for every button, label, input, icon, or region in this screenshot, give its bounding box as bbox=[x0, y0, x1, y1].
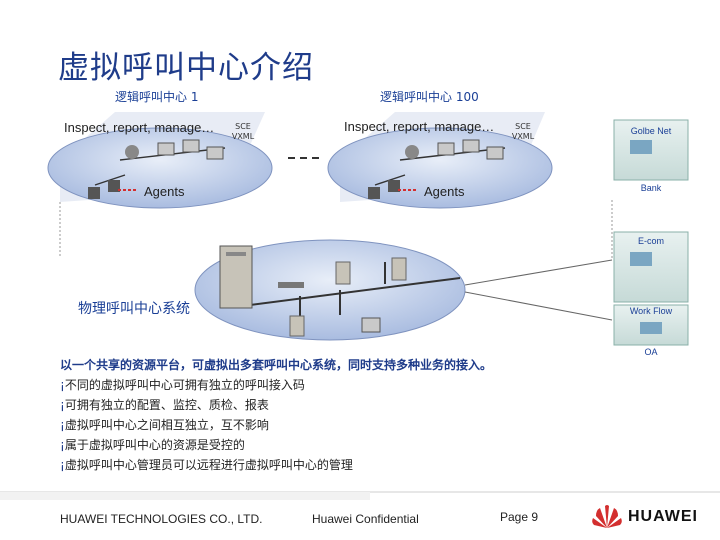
footer-confidential: Huawei Confidential bbox=[312, 512, 419, 526]
footer-company: HUAWEI TECHNOLOGIES CO., LTD. bbox=[60, 512, 263, 526]
bullet-marker-icon: ¡ bbox=[60, 438, 65, 452]
vxml-text: VXML bbox=[231, 132, 255, 141]
bullet-item: ¡不同的虚拟呼叫中心可拥有独立的呼叫接入码 bbox=[60, 378, 305, 392]
logical-center-1-label: 逻辑呼叫中心 1 bbox=[115, 90, 199, 104]
lead-text: 以一个共享的资源平台，可虚拟出多套呼叫中心系统，同时支持多种业务的接入。 bbox=[60, 358, 493, 372]
huawei-logo-icon bbox=[592, 505, 622, 528]
server-racks bbox=[219, 245, 407, 337]
diagram-canvas bbox=[0, 112, 720, 500]
right-label-oa: OA bbox=[644, 347, 658, 357]
right-panel-shapes bbox=[613, 119, 689, 346]
logical-center-1-agents: Agents bbox=[144, 184, 185, 199]
bullet-item: ¡虚拟呼叫中心之间相互独立，互不影响 bbox=[60, 418, 269, 432]
logical-center-100-activity: Inspect, report, manage… bbox=[344, 119, 495, 134]
right-workstations bbox=[368, 139, 504, 199]
right-label-bank: Bank bbox=[640, 183, 662, 193]
page-title: 虚拟呼叫中心介绍 bbox=[58, 50, 314, 86]
huawei-brand-text: HUAWEI bbox=[628, 508, 698, 525]
sce-text: SCE bbox=[515, 122, 531, 131]
logical-center-1-sce: SCE VXML bbox=[226, 122, 260, 142]
physical-center-label: 物理呼叫中心系统 bbox=[78, 301, 190, 317]
physical-network-lines bbox=[249, 262, 461, 318]
right-label-globe-net: Golbe Net bbox=[630, 126, 672, 136]
bullet-item: ¡属于虚拟呼叫中心的资源是受控的 bbox=[60, 438, 245, 452]
right-label-ecom: E-com bbox=[637, 236, 664, 246]
bullet-marker-icon: ¡ bbox=[60, 378, 65, 392]
bullet-item: ¡虚拟呼叫中心管理员可以远程进行虚拟呼叫中心的管理 bbox=[60, 458, 353, 472]
logical-center-100-sce: SCE VXML bbox=[506, 122, 540, 142]
logical-center-100-agents: Agents bbox=[424, 184, 465, 199]
bullet-marker-icon: ¡ bbox=[60, 418, 65, 432]
right-label-workflow: Work Flow bbox=[629, 306, 673, 316]
footer-page: Page 9 bbox=[500, 510, 539, 524]
description-block: 以一个共享的资源平台，可虚拟出多套呼叫中心系统，同时支持多种业务的接入。 ¡不同… bbox=[60, 355, 492, 475]
logical-center-1-activity: Inspect, report, manage… bbox=[64, 120, 215, 135]
logical-center-100-label: 逻辑呼叫中心 100 bbox=[380, 90, 479, 104]
vxml-text: VXML bbox=[511, 132, 535, 141]
bullet-item: ¡可拥有独立的配置、监控、质检、报表 bbox=[60, 398, 269, 412]
bullet-marker-icon: ¡ bbox=[60, 398, 65, 412]
left-workstations bbox=[88, 139, 224, 199]
sce-text: SCE bbox=[235, 122, 251, 131]
bullet-marker-icon: ¡ bbox=[60, 458, 65, 472]
projection-lines bbox=[59, 200, 613, 258]
